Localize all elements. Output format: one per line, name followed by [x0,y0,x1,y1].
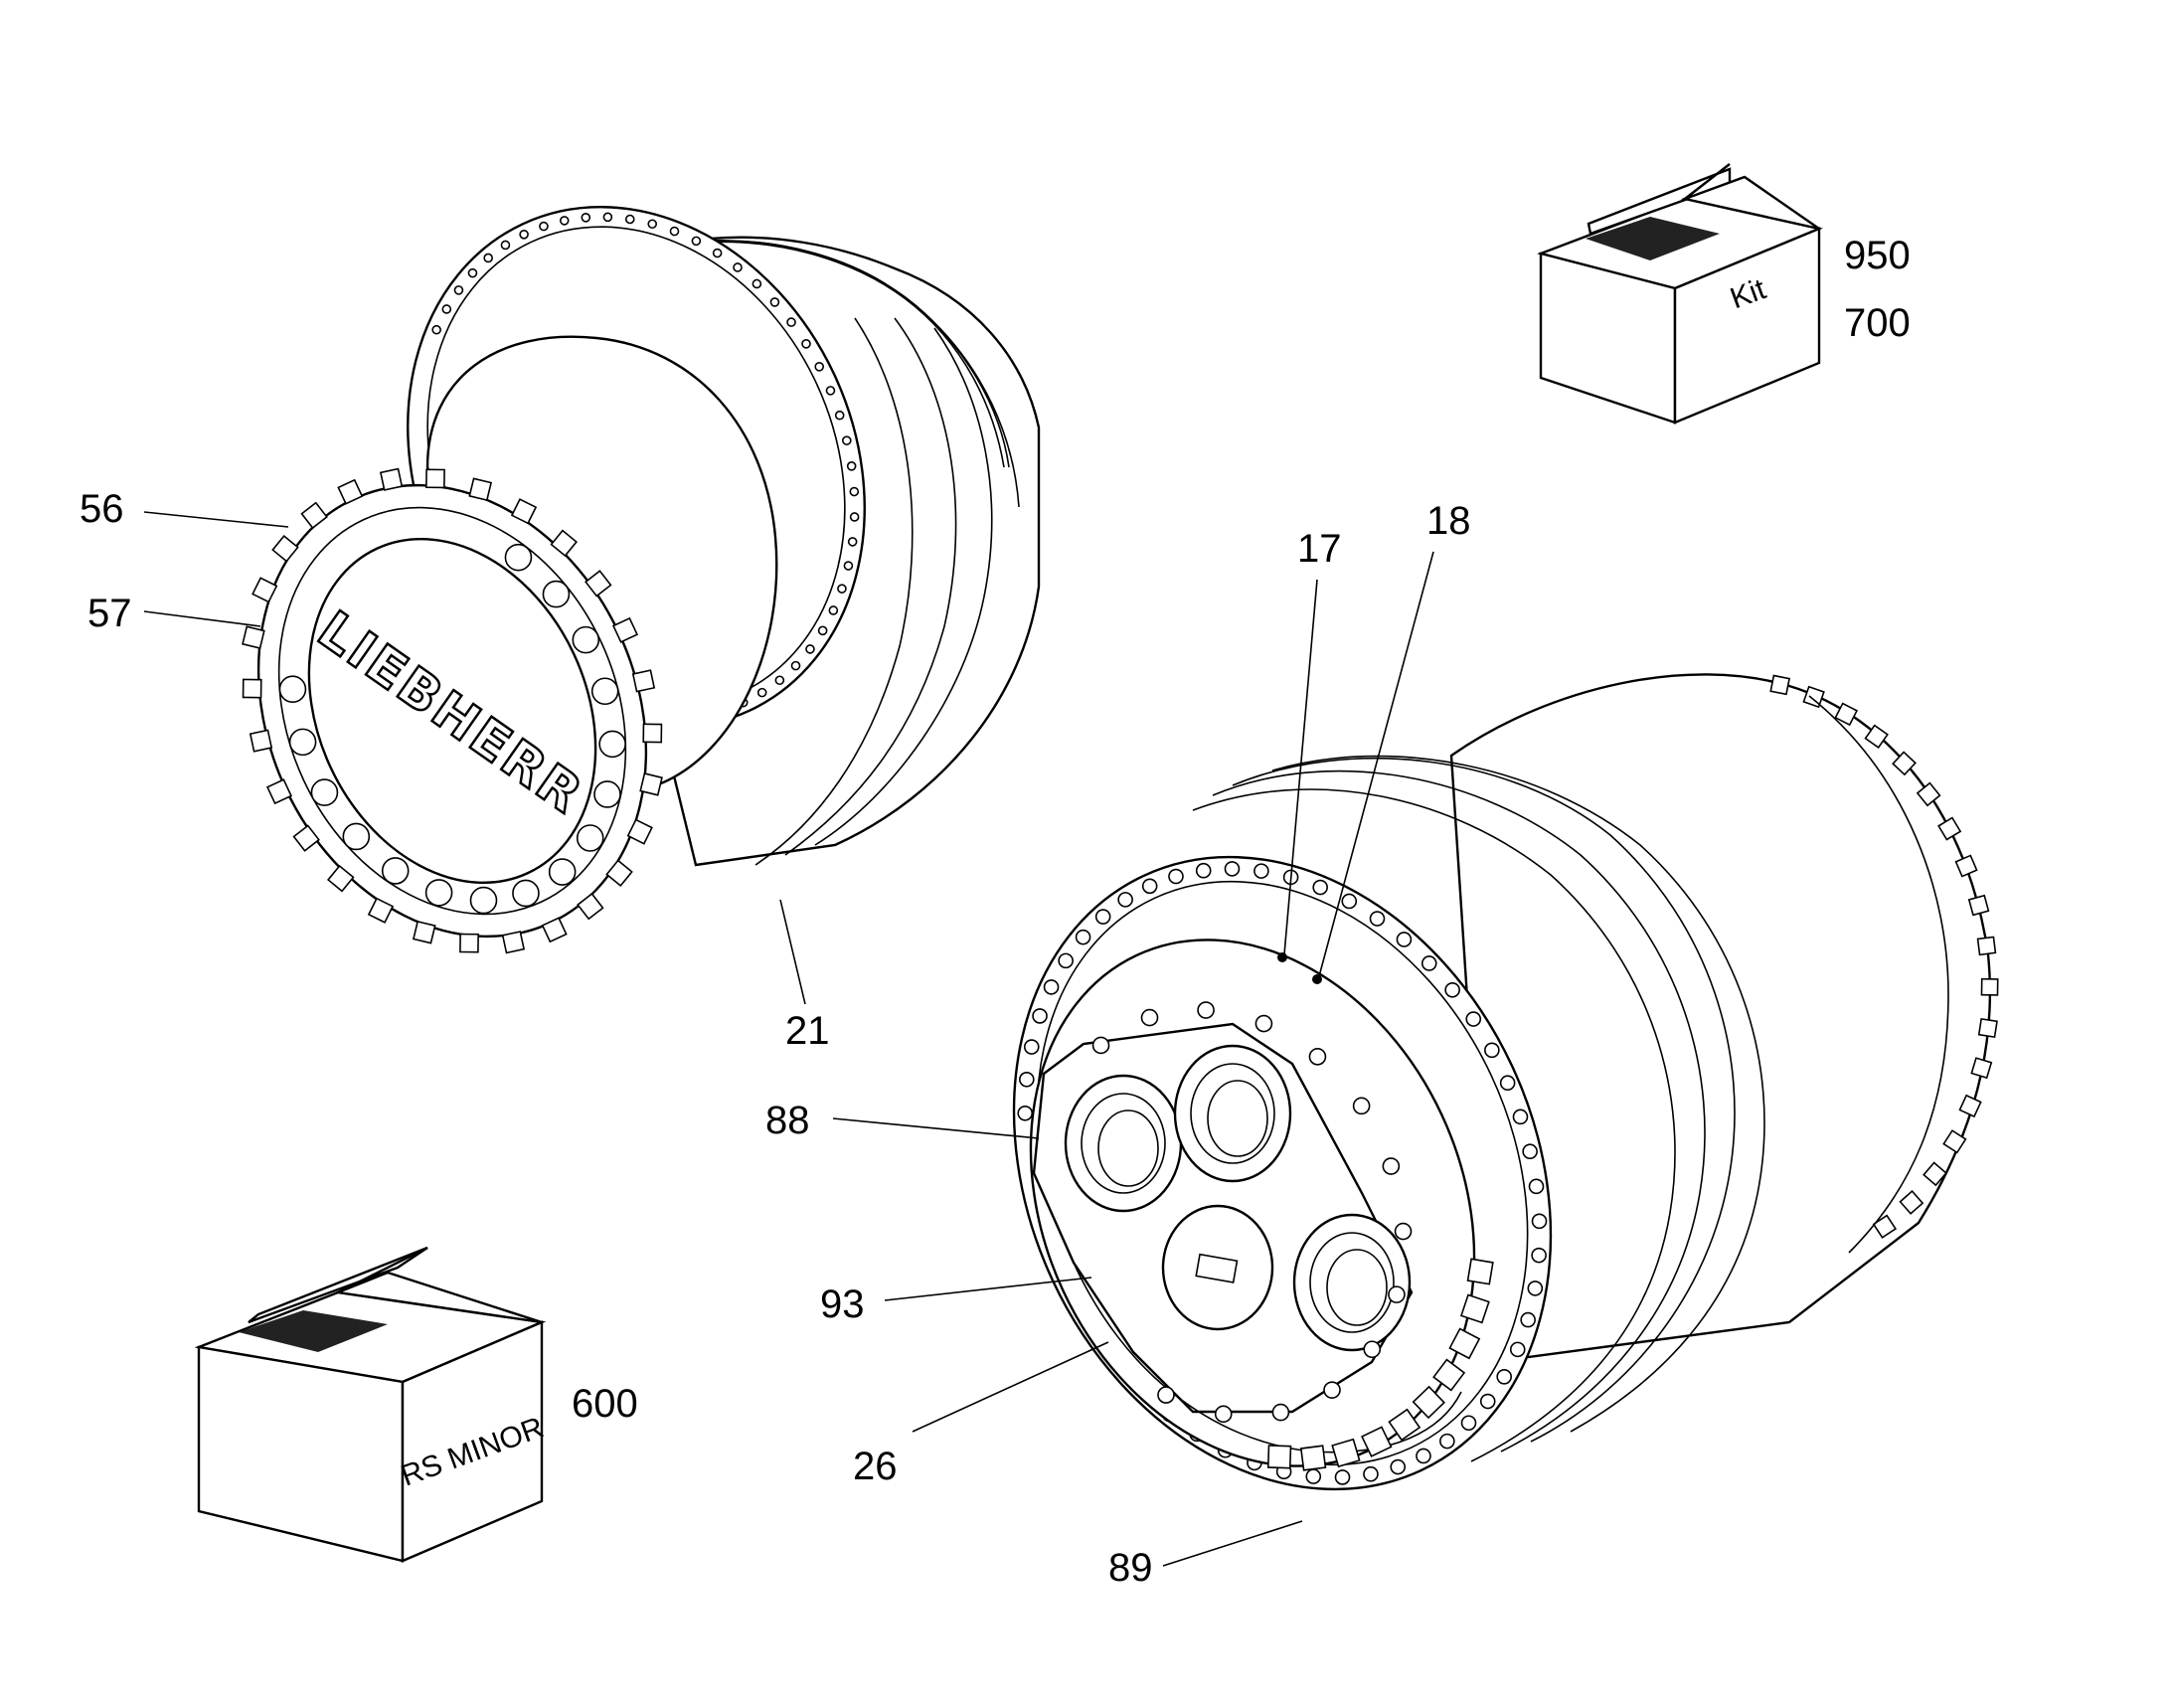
callout-56: 56 [80,487,124,531]
callout-57: 57 [87,592,132,635]
callout-labels: 56 57 21 17 18 88 93 26 89 950 700 600 [80,234,1911,1590]
callout-600: 600 [572,1382,638,1426]
callout-93: 93 [820,1282,865,1326]
callout-700: 700 [1844,301,1911,345]
gear-unit-left: LIEBHERR [242,206,1041,954]
callout-17: 17 [1297,527,1342,571]
callout-88: 88 [765,1099,810,1142]
callout-21: 21 [785,1009,830,1053]
leader-lines [143,511,1434,1567]
kit-box: Kit [1537,163,1823,425]
callout-89: 89 [1108,1546,1153,1590]
rs-minor-box: RS MINOR [194,1246,548,1563]
gear-unit-right [1012,673,1999,1491]
callout-950: 950 [1844,234,1911,277]
callout-26: 26 [853,1445,898,1488]
callout-18: 18 [1426,499,1471,543]
